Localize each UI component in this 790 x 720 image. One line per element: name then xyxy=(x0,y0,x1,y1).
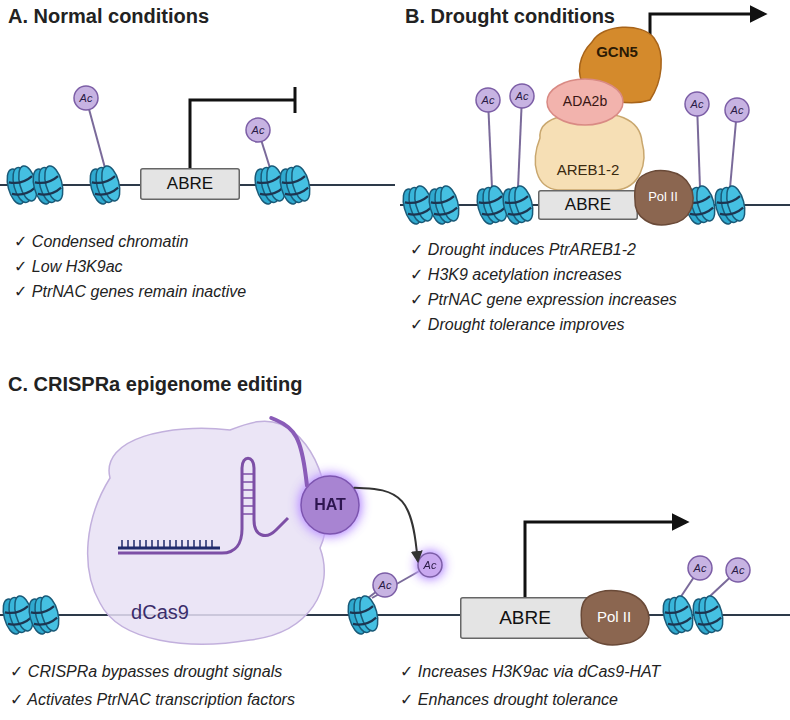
dcas9-protein: dCas9 xyxy=(80,418,335,648)
node-label: AREB1-2 xyxy=(557,162,620,179)
node-label: GCN5 xyxy=(596,44,638,61)
panel-title: B. Drought conditions xyxy=(405,4,615,28)
bullet-note: ✓ H3K9 acetylation increases xyxy=(410,265,622,284)
acetyl-mark: Ac xyxy=(724,97,750,123)
node-label: Ac xyxy=(80,92,93,104)
bullet-note: ✓ PtrNAC gene expression increases xyxy=(410,290,677,309)
nucleosome xyxy=(30,164,66,206)
rna-hairpin xyxy=(242,474,254,514)
acetyl-mark: Ac xyxy=(475,87,501,113)
nucleosome xyxy=(660,594,696,636)
panel-title: C. CRISPRa epigenome editing xyxy=(8,372,302,396)
acetylation-arrow xyxy=(355,488,418,561)
node-label: Ac xyxy=(252,124,265,136)
target-dna xyxy=(118,547,220,550)
panel-title: A. Normal conditions xyxy=(8,4,209,28)
node-label: Ac xyxy=(424,559,437,571)
node-label: Ac xyxy=(731,104,744,116)
node-shape xyxy=(141,169,240,200)
polymerase: Pol II xyxy=(632,168,694,226)
nucleosome xyxy=(426,184,462,226)
base-pairs xyxy=(122,540,212,548)
acetyl-mark: Ac xyxy=(687,555,713,581)
node-shape xyxy=(510,84,534,108)
node-label: ABRE xyxy=(499,608,551,629)
node-label: HAT xyxy=(314,496,346,514)
node-label: ABRE xyxy=(565,196,611,215)
promoter-box: ABRE xyxy=(140,168,240,200)
bullet-note: ✓ Enhances drought tolerance xyxy=(400,690,618,709)
node-shape xyxy=(725,98,749,122)
promoter-box: ABRE xyxy=(460,597,590,639)
acetyl-mark: Ac xyxy=(372,572,398,598)
node-label: ABRE xyxy=(167,175,213,194)
nucleosome xyxy=(500,184,536,226)
node-shape xyxy=(373,573,397,597)
node-shape xyxy=(539,191,638,220)
node-label: Ac xyxy=(694,562,707,574)
blocked-transcription-arrow xyxy=(190,100,295,168)
acetyl-stem xyxy=(518,96,522,188)
node-outline xyxy=(80,418,335,648)
bullet-note: ✓ Condensed chromatin xyxy=(14,232,188,251)
node-shape xyxy=(461,598,590,639)
node-shape xyxy=(685,92,709,116)
acetyl-mark: Ac xyxy=(245,117,271,143)
promoter-box: ABRE xyxy=(538,190,638,220)
node-label: Ac xyxy=(516,90,529,102)
acetyl-mark: Ac xyxy=(725,557,751,583)
block-bar xyxy=(294,87,297,113)
node-shape xyxy=(581,591,649,645)
nucleosome xyxy=(345,594,381,636)
polymerase: Pol II xyxy=(578,588,650,646)
node-shape xyxy=(301,476,359,534)
node-label: Ac xyxy=(691,98,704,110)
nucleosome xyxy=(277,164,313,206)
node-shape xyxy=(688,556,712,580)
node-label: Pol II xyxy=(597,609,631,626)
node-label: ADA2b xyxy=(563,94,607,109)
node-shape xyxy=(246,118,270,142)
acetyl-mark: Ac xyxy=(684,91,710,117)
acetyl-mark: Ac xyxy=(73,85,99,111)
node-shape xyxy=(635,171,693,225)
node-label: Ac xyxy=(482,94,495,106)
bullet-note: ✓ Increases H3K9ac via dCas9-HAT xyxy=(400,662,660,681)
bullet-note: ✓ Drought tolerance improves xyxy=(410,315,624,334)
bullet-note: ✓ Low H3K9ac xyxy=(14,257,123,276)
node-shape xyxy=(88,421,327,644)
node-label: dCas9 xyxy=(131,601,189,623)
hat-enzyme: HAT xyxy=(300,475,360,535)
linker xyxy=(271,418,307,486)
nucleosome xyxy=(26,594,62,636)
nucleosome xyxy=(87,164,123,206)
node-shape xyxy=(535,114,644,190)
node-shape xyxy=(418,553,442,577)
bullet-note: ✓ PtrNAC genes remain inactive xyxy=(14,282,246,301)
bullet-note: ✓ CRISPRa bypasses drought signals xyxy=(10,662,282,681)
node-label: Ac xyxy=(379,579,392,591)
node-shape xyxy=(547,79,623,125)
nucleosome xyxy=(690,594,726,636)
bullet-note: ✓ Activates PtrNAC transcription factors xyxy=(10,690,295,709)
node-label: Pol II xyxy=(648,190,678,204)
transcription-arrow xyxy=(525,522,686,597)
transcription-arrow xyxy=(650,14,764,40)
protein-complex: ADA2b xyxy=(546,78,624,126)
bullet-note: ✓ Drought induces PtrAREB1-2 xyxy=(410,240,636,259)
acetyl-stem xyxy=(488,100,492,188)
node-label: Ac xyxy=(732,564,745,576)
nucleosome xyxy=(712,184,748,226)
node-shape xyxy=(726,558,750,582)
node-shape xyxy=(74,86,98,110)
acetyl-mark: Ac xyxy=(509,83,535,109)
guide-rna xyxy=(118,458,288,553)
acetyl-mark: Ac xyxy=(417,552,443,578)
node-shape xyxy=(476,88,500,112)
